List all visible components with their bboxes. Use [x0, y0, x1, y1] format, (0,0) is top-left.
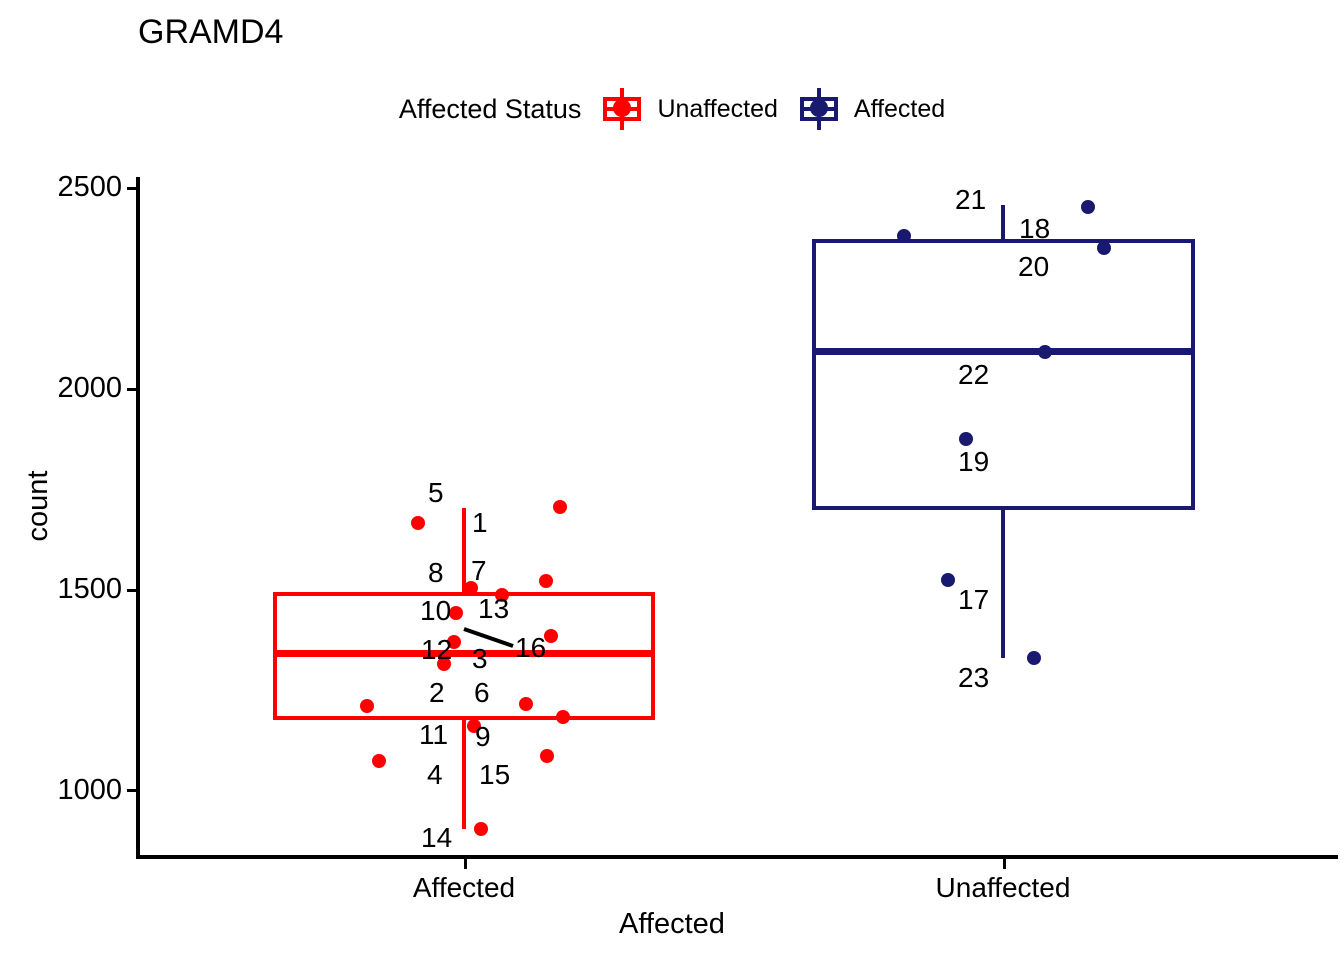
median-unaffected: [812, 348, 1195, 355]
data-point-12[interactable]: [447, 635, 461, 649]
data-point-13[interactable]: [495, 588, 509, 602]
point-label-5: 5: [428, 477, 444, 508]
y-tick-mark-1500: [127, 589, 138, 592]
point-label-10: 10: [420, 595, 452, 626]
median-affected: [273, 650, 655, 657]
data-point-3[interactable]: [437, 657, 451, 671]
point-label-18: 18: [1019, 213, 1051, 244]
y-tick-mark-2500: [127, 187, 138, 190]
legend-title: Affected Status: [398, 94, 582, 124]
point-label-19: 19: [958, 446, 990, 477]
whisker-upper-unaffected: [1001, 205, 1005, 242]
data-point-22[interactable]: [1038, 345, 1052, 359]
y-tick-label-2000: 2000: [57, 372, 122, 404]
data-point-6[interactable]: [519, 697, 533, 711]
point-label-15: 15: [479, 759, 511, 790]
whisker-upper-affected: [462, 508, 466, 594]
data-point-17[interactable]: [941, 573, 955, 587]
data-point-6b[interactable]: [556, 710, 570, 724]
box-unaffected: [812, 239, 1195, 510]
y-tick-label-2500: 2500: [57, 171, 122, 203]
chart-title: GRAMD4: [138, 13, 284, 51]
y-tick-mark-1000: [127, 789, 138, 792]
point-label-23: 23: [958, 662, 990, 693]
point-label-1: 1: [472, 507, 488, 538]
legend-entry-unaffected[interactable]: Unaffected: [599, 88, 778, 130]
data-point-20[interactable]: [1097, 241, 1111, 255]
data-point-2[interactable]: [360, 699, 374, 713]
point-label-16: 16: [515, 632, 547, 663]
whisker-lower-unaffected: [1001, 506, 1005, 658]
data-point-15[interactable]: [540, 749, 554, 763]
data-point-14[interactable]: [474, 822, 488, 836]
point-label-4: 4: [427, 759, 443, 790]
point-label-21: 21: [955, 184, 987, 215]
data-point-9[interactable]: [467, 719, 481, 733]
y-tick-mark-2000: [127, 388, 138, 391]
point-label-9: 9: [475, 721, 491, 752]
point-label-22: 22: [958, 359, 990, 390]
point-label-3: 3: [472, 643, 488, 674]
data-point-8[interactable]: [539, 574, 553, 588]
legend-key-unaffected-icon: [599, 88, 645, 130]
legend-label-unaffected: Unaffected: [657, 95, 778, 123]
point-label-13: 13: [478, 593, 510, 624]
data-point-16[interactable]: [544, 629, 558, 643]
y-tick-label-1000: 1000: [57, 774, 122, 806]
y-axis-title: count: [22, 470, 54, 542]
x-axis-line: [136, 855, 1338, 859]
data-point-10[interactable]: [449, 606, 463, 620]
x-tick-label-affected: Affected: [412, 872, 516, 903]
point-label-20: 20: [1018, 251, 1050, 282]
point-label-17: 17: [958, 584, 990, 615]
whisker-lower-affected: [462, 717, 466, 829]
point-label-11: 11: [419, 719, 449, 750]
x-tick-label-unaffected: Unaffected: [935, 872, 1071, 903]
x-tick-mark-affected: [464, 858, 467, 869]
point-label-14: 14: [421, 822, 453, 853]
leader-line-icon: [463, 627, 514, 648]
point-label-7: 7: [471, 555, 487, 586]
point-label-12: 12: [421, 634, 453, 665]
point-label-2: 2: [429, 677, 445, 708]
y-tick-label-1500: 1500: [57, 573, 122, 605]
data-point-23[interactable]: [1027, 651, 1041, 665]
data-point-11[interactable]: [372, 754, 386, 768]
data-point-1[interactable]: [553, 500, 567, 514]
point-label-8: 8: [428, 557, 444, 588]
x-axis-title: Affected: [619, 908, 725, 940]
legend-entry-affected[interactable]: Affected: [796, 88, 945, 130]
legend-key-affected-icon: [796, 88, 842, 130]
legend-label-affected: Affected: [853, 95, 946, 123]
data-point-19[interactable]: [959, 432, 973, 446]
data-point-18[interactable]: [1081, 200, 1095, 214]
y-axis-line: [136, 177, 140, 858]
x-tick-mark-unaffected: [1003, 858, 1006, 869]
data-point-5[interactable]: [411, 516, 425, 530]
data-point-21[interactable]: [897, 229, 911, 243]
point-label-6: 6: [474, 677, 490, 708]
legend: Affected Status Unaffected Affected: [0, 86, 1344, 132]
data-point-7[interactable]: [464, 581, 478, 595]
